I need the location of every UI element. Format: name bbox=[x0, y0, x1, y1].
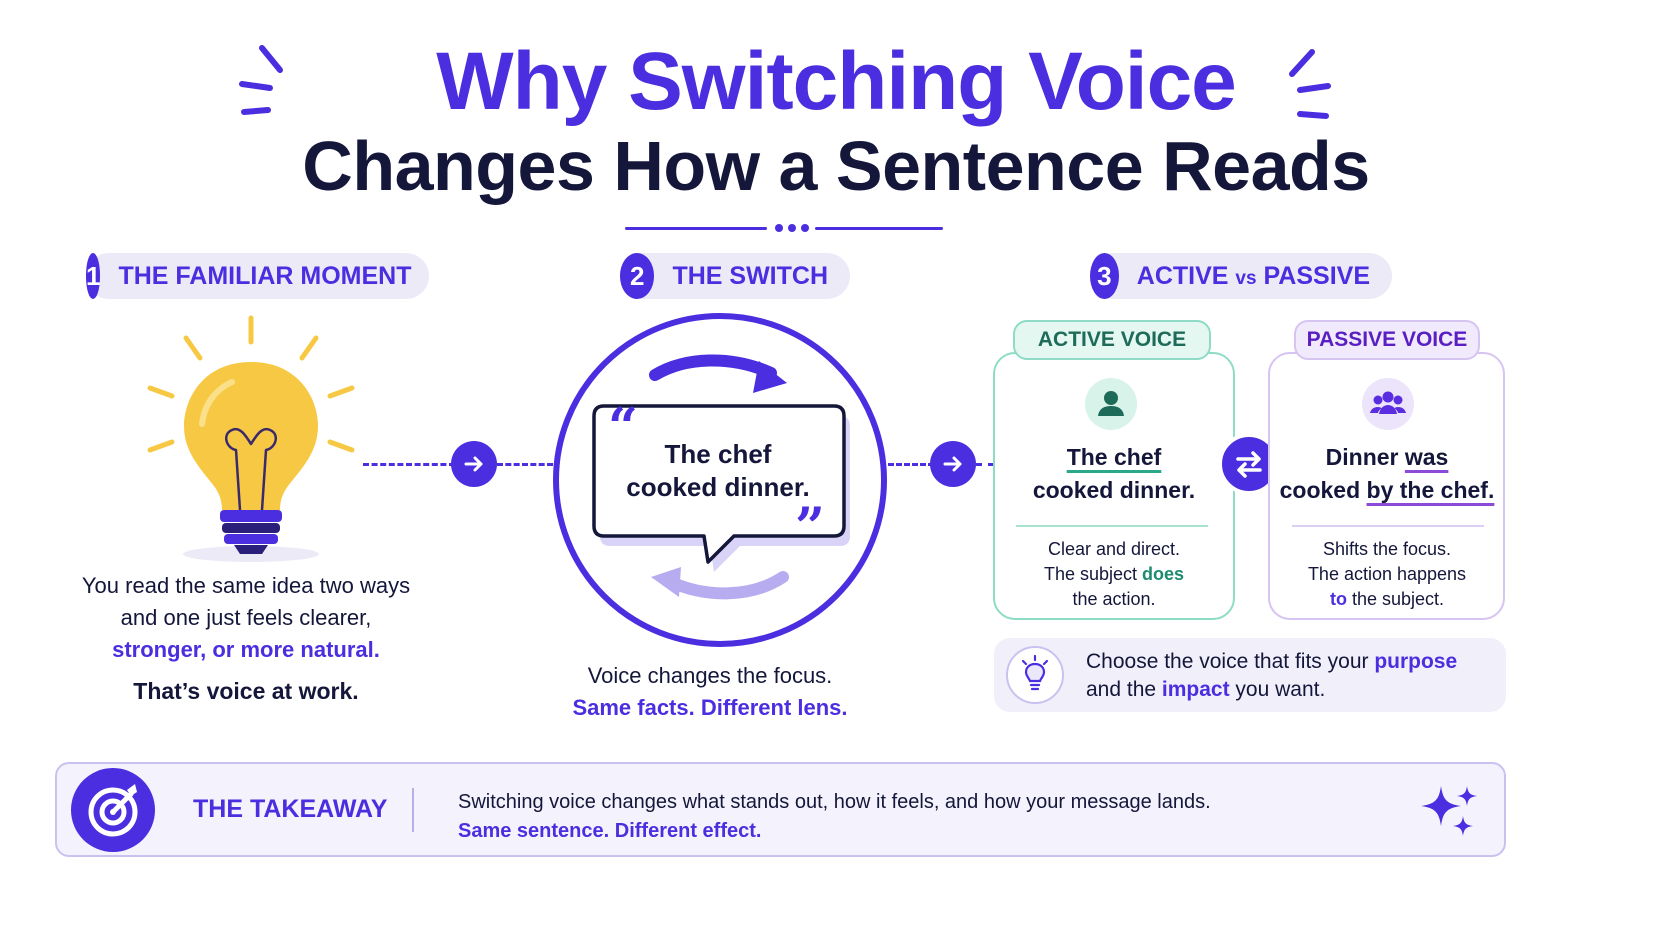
switch-caption: Voice changes the focus. Same facts. Dif… bbox=[572, 663, 848, 720]
target-icon bbox=[71, 768, 155, 852]
step-3-pill: 3 ACTIVE vs PASSIVE bbox=[1090, 253, 1392, 299]
bulb-tip-icon bbox=[1006, 646, 1064, 704]
step-1-pill: 1 THE FAMILIAR MOMENT bbox=[86, 253, 429, 299]
card-divider bbox=[1292, 525, 1484, 527]
connector-line bbox=[888, 463, 934, 466]
title-divider bbox=[815, 227, 943, 230]
step-number: 2 bbox=[620, 253, 655, 299]
connector-line bbox=[497, 463, 553, 466]
connector-line bbox=[363, 463, 455, 466]
takeaway-divider bbox=[412, 788, 414, 832]
page-subtitle: Changes How a Sentence Reads bbox=[302, 127, 1370, 205]
quote-open-icon: “ bbox=[608, 397, 638, 458]
bubble-sentence: The chef cooked dinner. bbox=[626, 439, 810, 502]
step-2-pill: 2 THE SWITCH bbox=[620, 253, 850, 299]
speech-bubble bbox=[592, 404, 850, 572]
familiar-text: You read the same idea two ways and one … bbox=[81, 573, 411, 662]
lightbulb-icon bbox=[147, 315, 355, 562]
active-voice-label: ACTIVE VOICE bbox=[1013, 320, 1211, 360]
quote-close-icon: ” bbox=[795, 497, 825, 558]
person-icon bbox=[1085, 378, 1137, 430]
step-label: ACTIVE vs PASSIVE bbox=[1136, 261, 1370, 290]
title-divider bbox=[625, 227, 767, 230]
takeaway-banner: THE TAKEAWAY Switching voice changes wha… bbox=[55, 762, 1506, 857]
divider-dot bbox=[801, 224, 809, 232]
passive-sentence: Dinner was cooked by the chef. bbox=[1279, 444, 1495, 503]
step-label: THE FAMILIAR MOMENT bbox=[118, 261, 412, 290]
step-number: 1 bbox=[86, 253, 101, 299]
card-divider bbox=[1016, 525, 1208, 527]
arrow-right-icon bbox=[930, 441, 976, 487]
active-description: Clear and direct. The subject does the a… bbox=[1043, 539, 1185, 609]
divider-dot bbox=[788, 224, 796, 232]
connector-line bbox=[976, 463, 994, 466]
passive-voice-label: PASSIVE VOICE bbox=[1294, 320, 1480, 360]
sparkle-icon bbox=[1289, 49, 1331, 119]
step-number: 3 bbox=[1090, 253, 1119, 299]
divider-dot bbox=[775, 224, 783, 232]
passive-description: Shifts the focus. The action happens to … bbox=[1307, 539, 1467, 609]
active-sentence: The chef cooked dinner. bbox=[1032, 444, 1196, 503]
familiar-closing: That’s voice at work. bbox=[133, 678, 359, 704]
page-title: Why Switching Voice bbox=[436, 36, 1237, 127]
arrow-right-icon bbox=[451, 441, 497, 487]
cycle-arrows-icon bbox=[649, 354, 789, 600]
stars-icon bbox=[1421, 786, 1477, 836]
takeaway-label: THE TAKEAWAY bbox=[193, 795, 388, 823]
step-label: THE SWITCH bbox=[672, 261, 828, 290]
sparkle-icon bbox=[239, 45, 283, 115]
group-icon bbox=[1362, 378, 1414, 430]
takeaway-text: Switching voice changes what stands out,… bbox=[458, 791, 1211, 842]
tip-box: Choose the voice that fits your purpose … bbox=[994, 638, 1506, 712]
tip-text: Choose the voice that fits your purpose … bbox=[1086, 650, 1458, 701]
